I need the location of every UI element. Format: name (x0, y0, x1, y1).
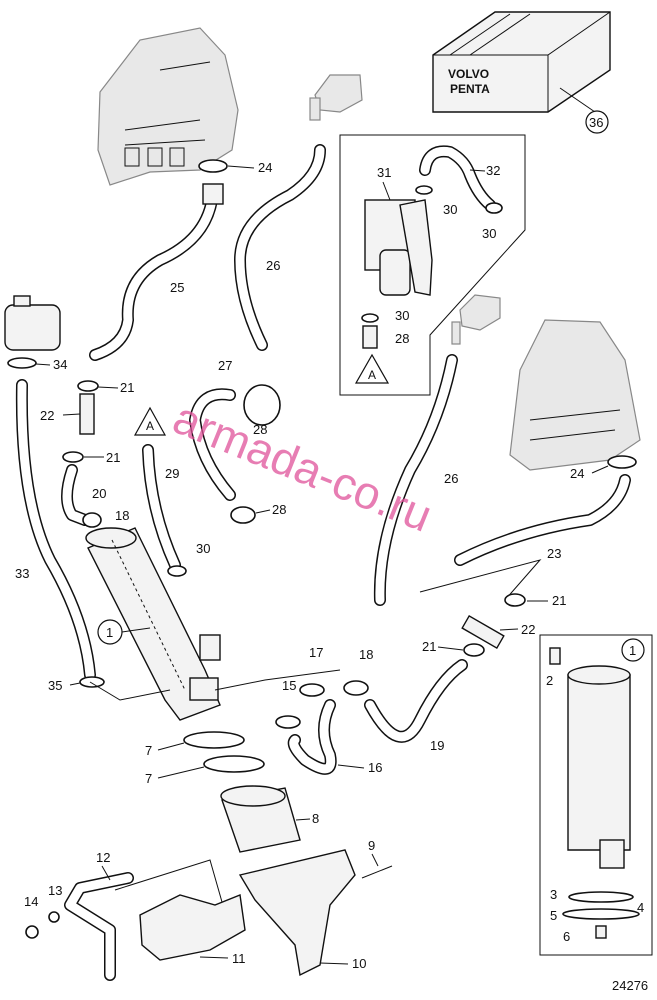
box-brand-line1: VOLVO (448, 67, 489, 81)
callout-13: 13 (48, 883, 62, 898)
callout-26-lower: 26 (444, 471, 458, 486)
callout-30-box-c: 30 (395, 308, 409, 323)
exhaust-manifold-right (509, 319, 641, 471)
valve-block-right (451, 294, 501, 345)
clamp-24-left (198, 159, 228, 173)
callout-25: 25 (170, 280, 184, 295)
callout-23: 23 (547, 546, 561, 561)
callout-27: 27 (218, 358, 232, 373)
detail-box-1 (539, 634, 653, 956)
callout-4: 4 (637, 900, 644, 915)
callout-28-lower: 28 (272, 502, 286, 517)
callout-2: 2 (546, 673, 553, 688)
callout-30-left: 30 (196, 541, 210, 556)
callout-22-right: 22 (521, 622, 535, 637)
callout-5: 5 (550, 908, 557, 923)
callout-8: 8 (312, 811, 319, 826)
callout-29: 29 (165, 466, 179, 481)
callout-24-right: 24 (570, 466, 584, 481)
callout-18-mid: 18 (359, 647, 373, 662)
callout-21-right-lower: 21 (422, 639, 436, 654)
callout-11: 11 (232, 951, 246, 966)
callout-14: 14 (24, 894, 38, 909)
callout-21-right-upper: 21 (552, 593, 566, 608)
callout-12: 12 (96, 850, 110, 865)
callout-1-main: 1 (106, 625, 113, 640)
callout-34: 34 (53, 357, 67, 372)
callout-10: 10 (352, 956, 366, 971)
ref-a-box: A (368, 368, 376, 382)
callout-21-upper: 21 (120, 380, 134, 395)
heat-exchanger (85, 527, 221, 721)
callout-15: 15 (282, 678, 296, 693)
callout-18-left: 18 (115, 508, 129, 523)
box-brand-line2: PENTA (450, 82, 490, 96)
diagram-number: 24276 (612, 978, 648, 993)
callout-9: 9 (368, 838, 375, 853)
callout-17: 17 (309, 645, 323, 660)
callout-32: 32 (486, 163, 500, 178)
callout-21-lower: 21 (106, 450, 120, 465)
callout-6: 6 (563, 929, 570, 944)
callout-1-box: 1 (629, 643, 636, 658)
callout-35: 35 (48, 678, 62, 693)
callout-30-box-b: 30 (482, 226, 496, 241)
callout-36: 36 (589, 115, 603, 130)
exhaust-manifold-left (97, 27, 239, 186)
callout-20: 20 (92, 486, 106, 501)
callout-31: 31 (377, 165, 391, 180)
callout-7-lower: 7 (145, 771, 152, 786)
callout-7-upper: 7 (145, 743, 152, 758)
callout-28-upper: 28 (253, 422, 267, 437)
expansion-tank (4, 295, 61, 351)
callout-19: 19 (430, 738, 444, 753)
ref-a-left: A (146, 419, 154, 433)
spare-parts-box: VOLVO PENTA (432, 11, 611, 113)
callout-30-box-a: 30 (443, 202, 457, 217)
callout-24-left: 24 (258, 160, 272, 175)
callout-3: 3 (550, 887, 557, 902)
valve-block-top (309, 74, 363, 121)
callout-26-upper: 26 (266, 258, 280, 273)
callout-28-box: 28 (395, 331, 409, 346)
callout-16: 16 (368, 760, 382, 775)
callout-22-left: 22 (40, 408, 54, 423)
callout-33: 33 (15, 566, 29, 581)
